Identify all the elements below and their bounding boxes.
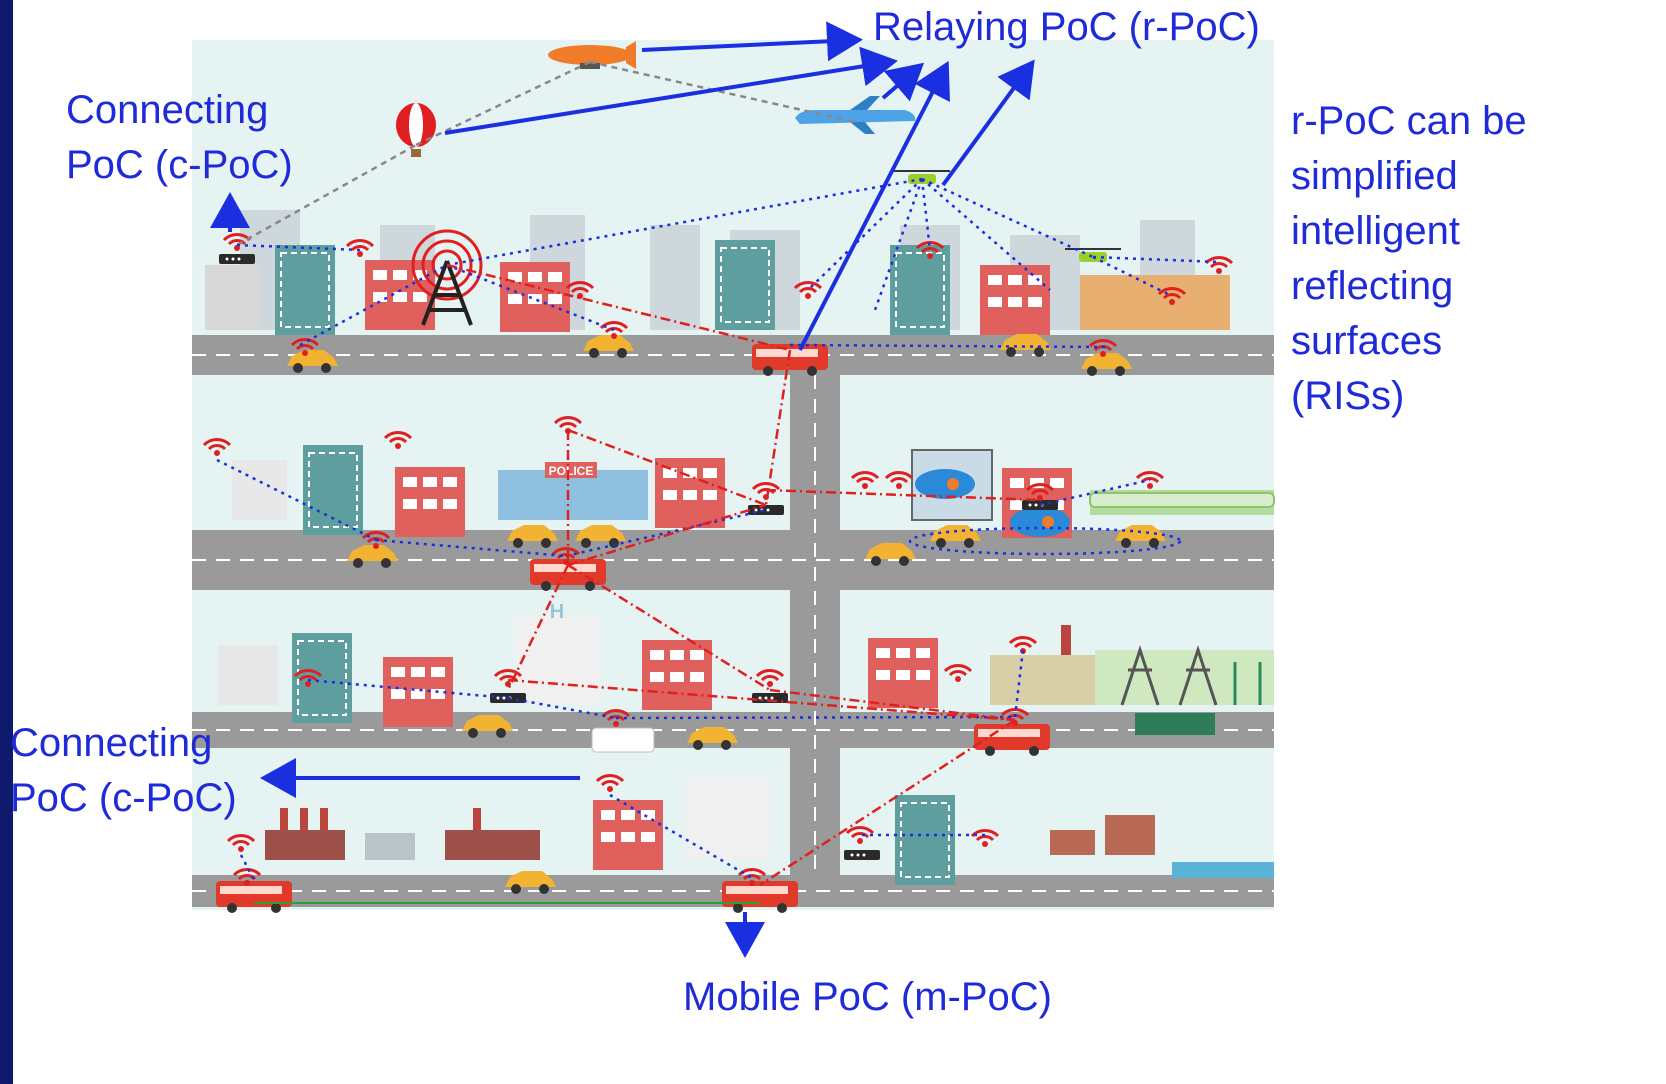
roads (192, 335, 1274, 907)
hot-air-balloon-icon (396, 103, 436, 157)
city-panel (192, 40, 1274, 910)
ris-note-line1: r-PoC can be (1291, 99, 1527, 143)
ris-note-line4: reflecting (1291, 264, 1454, 308)
mobile-poc-label: Mobile PoC (m-PoC) (683, 975, 1052, 1019)
cloud-gear-icon (915, 469, 975, 499)
police-sign: POLICE (549, 464, 594, 478)
left-frame-border (0, 0, 13, 1084)
factory-icon (280, 625, 1071, 830)
connecting-poc-top-line2: PoC (c-PoC) (66, 143, 293, 187)
train-icon (1089, 492, 1275, 508)
connecting-poc-bottom-label: Connecting PoC (c-PoC) (10, 716, 237, 826)
power-pylon-icon (1120, 645, 1218, 706)
connecting-poc-top-label: Connecting PoC (c-PoC) (66, 83, 293, 193)
ris-note-line3: intelligent (1291, 209, 1461, 253)
police-sign-bg (545, 462, 597, 478)
airplane-icon (795, 96, 916, 134)
cell-tower-icon (411, 229, 483, 326)
ris-note-line6: (RISs) (1291, 374, 1405, 418)
red-dashdot-links (446, 263, 1041, 887)
ris-note-line5: surfaces (1291, 319, 1443, 363)
relaying-poc-label: Relaying PoC (r-PoC) (873, 5, 1260, 49)
ris-note-line2: simplified (1291, 154, 1458, 198)
buildings-row-4 (265, 778, 1274, 886)
hospital-sign: H (550, 601, 564, 623)
aerial-links (236, 60, 856, 247)
connecting-poc-bottom-line2: PoC (c-PoC) (10, 776, 237, 820)
ris-note-label: r-PoC can be simplified intelligent refl… (1291, 94, 1527, 424)
blue-dotted-links (216, 177, 1220, 881)
connecting-poc-bottom-line1: Connecting (10, 721, 213, 765)
connecting-poc-top-line1: Connecting (66, 88, 269, 132)
wind-turbine-icon (1233, 662, 1262, 705)
airship-icon (548, 41, 636, 69)
blue-arrows (210, 21, 1035, 958)
cloud-gear-icon (1010, 507, 1070, 537)
buildings-row-1 (205, 239, 1230, 336)
vehicles (216, 334, 1215, 913)
